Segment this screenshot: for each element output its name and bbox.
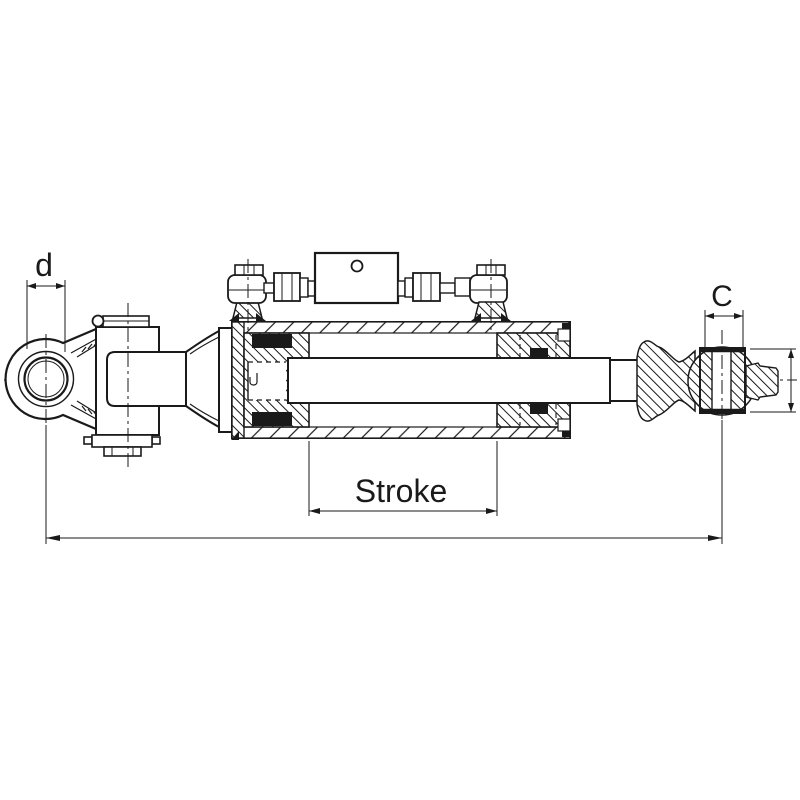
rod-seal-bottom <box>530 404 548 414</box>
gland-groove-top <box>557 328 571 342</box>
forged-shank <box>636 340 696 422</box>
dimension-stroke-label: Stroke <box>355 473 447 509</box>
bottom-bracket <box>83 434 161 457</box>
dimension-ball-height <box>750 348 796 413</box>
elbow-fitting-left <box>227 274 267 304</box>
gland-thread-lines <box>519 335 557 425</box>
valve-block <box>313 251 400 305</box>
locking-pin <box>91 314 105 328</box>
ball-stub <box>745 362 779 401</box>
dimension-overall-length <box>45 420 723 544</box>
tube-left <box>263 282 275 294</box>
dimension-d-label: d <box>35 247 53 283</box>
centerlines <box>45 259 723 468</box>
compression-nut-left <box>273 272 301 302</box>
dimension-d: d <box>26 247 66 352</box>
rod-tip <box>609 359 641 402</box>
piston <box>243 332 310 428</box>
compression-nut-right <box>412 272 441 302</box>
fork-shank <box>106 351 187 407</box>
rod-seal-top <box>530 348 548 358</box>
dimension-c: C <box>704 280 744 352</box>
weld-mark-bottom <box>231 431 239 440</box>
elbow-fitting-right <box>469 274 508 304</box>
piston-rod <box>287 348 641 414</box>
piston-seal-top <box>252 334 292 348</box>
gland-groove-bottom <box>557 418 571 432</box>
rod-main <box>287 357 611 404</box>
barrel-wall-top <box>231 321 571 334</box>
piston-seal-bottom <box>252 412 292 426</box>
piston-detail-mark <box>249 373 258 386</box>
barrel-wall-bottom <box>231 426 571 439</box>
piston-hub <box>248 362 286 400</box>
eye-boss-ring <box>17 350 75 408</box>
hydraulic-plumbing <box>227 251 511 321</box>
bell-face <box>218 327 233 433</box>
elbow-hex-left <box>234 264 264 276</box>
valve-block-hole <box>350 259 364 273</box>
tube-right <box>439 282 456 294</box>
bell-housing <box>185 327 233 433</box>
dimension-stroke: Stroke <box>308 441 498 516</box>
dimension-c-label: C <box>711 280 733 313</box>
barrel-end-cap <box>231 321 245 439</box>
